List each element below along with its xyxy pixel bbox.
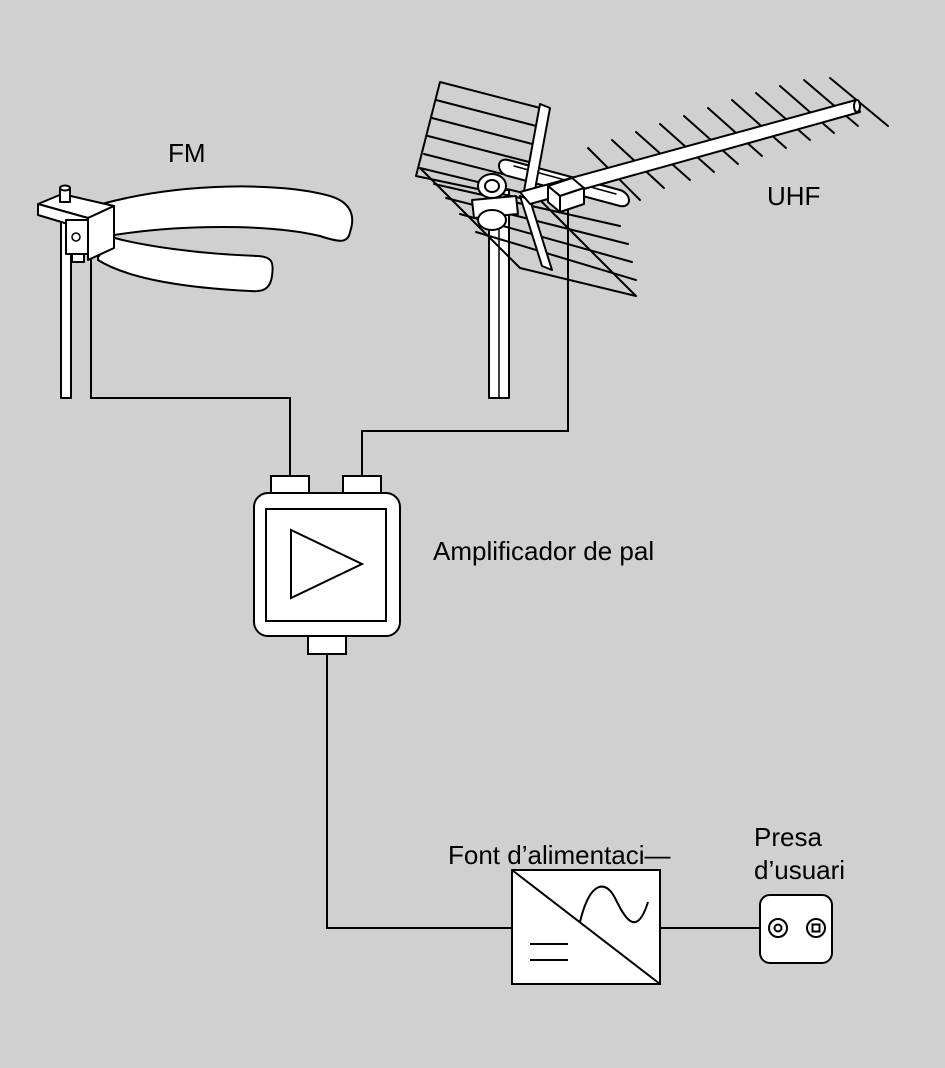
uhf-clamp — [471, 173, 519, 231]
outlet-body — [759, 894, 833, 964]
label-outlet-line2: d’usuari — [754, 855, 845, 885]
fm-loop — [97, 185, 354, 293]
label-power-supply: Font d’alimentaci— — [448, 840, 671, 870]
label-fm: FM — [168, 138, 206, 168]
fm-top-peg-cap — [59, 184, 71, 192]
uhf-boom — [519, 99, 861, 205]
fm-lower-bracket — [71, 253, 85, 263]
power-supply-diagonal — [511, 869, 661, 985]
outlet-data-socket-square — [811, 923, 821, 933]
uhf-director — [731, 99, 787, 149]
label-outlet-line1: Presa — [754, 822, 822, 852]
label-uhf: UHF — [767, 181, 820, 211]
cable-amplifier-to-power-supply — [326, 655, 512, 929]
uhf-director — [803, 79, 859, 127]
amplifier-body — [253, 492, 401, 637]
outlet-coax-socket-inner — [773, 923, 783, 933]
uhf-director — [755, 92, 811, 141]
amplifier-inner-frame — [265, 508, 387, 622]
amplifier — [253, 475, 401, 655]
uhf-boom-tip — [853, 99, 861, 113]
uhf-director — [707, 107, 763, 157]
amplifier-triangle-icon — [290, 528, 365, 600]
label-amplifier: Amplificador de pal — [433, 536, 654, 566]
fm-antenna-icon — [37, 184, 354, 399]
uhf-connection-box — [547, 177, 585, 213]
uhf-director — [779, 85, 835, 134]
fm-connector — [71, 232, 81, 242]
uhf-antenna-icon — [415, 77, 889, 399]
cable-fm-to-amplifier — [90, 258, 291, 476]
cables — [90, 206, 760, 929]
power-supply-sine-symbol — [579, 885, 649, 924]
coax-outlet-icon — [759, 894, 833, 964]
cable-uhf-to-amplifier — [361, 206, 569, 476]
ac-dc-converter-icon — [511, 869, 661, 985]
